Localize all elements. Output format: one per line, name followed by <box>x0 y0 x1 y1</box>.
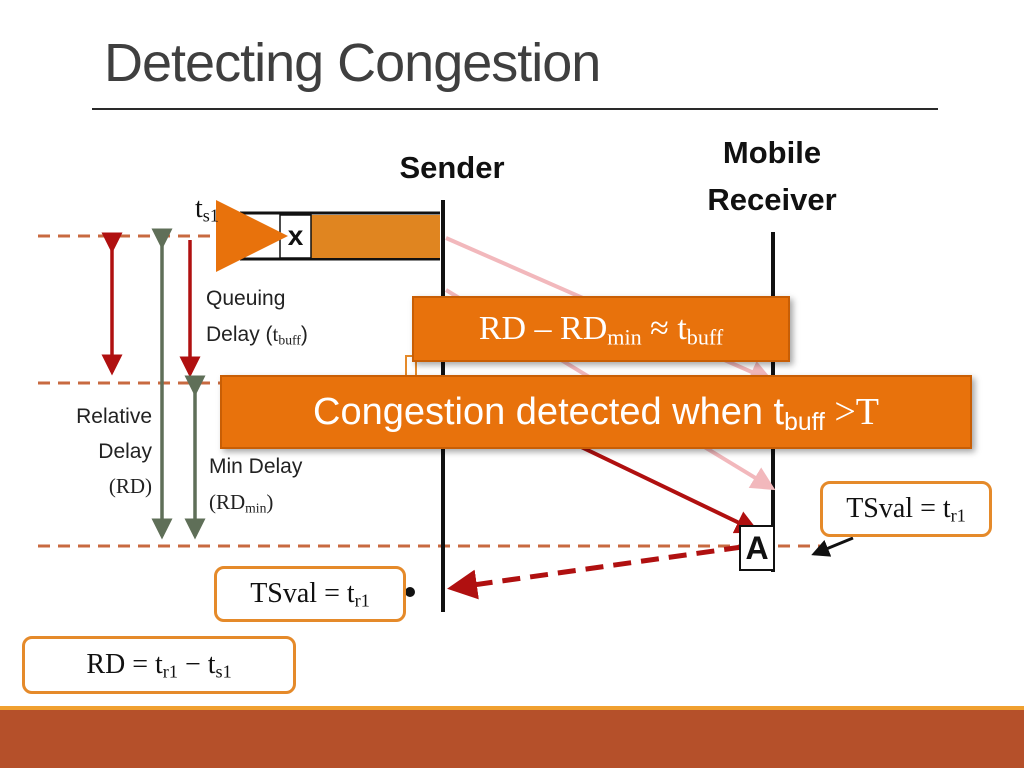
title-divider <box>92 108 938 110</box>
receiver-tsval-sub: r1 <box>950 505 966 526</box>
rd-eq-mid: − t <box>177 649 216 680</box>
receiver-tsval-pointer <box>811 536 854 557</box>
footer-accent-line <box>0 706 1024 710</box>
ack-return-path <box>447 544 743 600</box>
min-delay-post: ) <box>266 489 274 514</box>
rd-eq-sub1: r1 <box>162 661 178 682</box>
sender-tsval-connector-dot <box>405 587 415 597</box>
min-delay-sub: min <box>245 500 267 516</box>
rd-formula-pre: RD – RD <box>478 310 608 347</box>
send-time-sub: s1 <box>202 205 219 226</box>
slide-title: Detecting Congestion <box>104 33 601 93</box>
queued-packets-block <box>311 215 440 258</box>
min-delay-line1: Min Delay <box>209 455 303 478</box>
sender-tsval-sub: r1 <box>354 590 370 611</box>
min-delay-line2: (RDmin) <box>209 485 302 520</box>
packet-marker: x <box>287 220 304 251</box>
send-time-label: ts1 <box>195 193 219 227</box>
relative-delay-label: Relative Delay (RD) <box>40 400 152 504</box>
rd-eq-pre: RD = t <box>86 649 163 680</box>
ack-marker: A <box>739 525 775 571</box>
queuing-delay-label: Queuing Delay (tbuff) <box>206 282 308 352</box>
receiver-tsval-box: TSval = tr1 <box>820 481 992 537</box>
queuing-delay-post: ) <box>300 322 308 346</box>
footer-bar <box>0 710 1024 768</box>
congestion-sub: buff <box>784 409 825 437</box>
rd-formula-mid: ≈ t <box>641 310 687 347</box>
queuing-delay-pre: Delay ( <box>206 322 273 346</box>
min-delay-label: Min Delay (RDmin) <box>209 450 302 520</box>
sender-tsval-box: TSval = tr1 <box>214 566 406 622</box>
relative-delay-line3: (RD) <box>108 474 152 499</box>
rd-formula-sub1: min <box>607 324 642 350</box>
relative-delay-line1: Relative <box>76 405 152 428</box>
receiver-label-line2: Receiver <box>707 181 837 217</box>
send-time-base: t <box>195 193 203 224</box>
queuing-delay-sub: buff <box>278 332 301 348</box>
rd-eq-sub2: s1 <box>215 661 232 682</box>
congestion-post: >T <box>824 391 879 433</box>
rd-equation-box: RD = tr1 − ts1 <box>22 636 296 694</box>
rd-formula-sub2: buff <box>686 324 724 350</box>
queuing-delay-line2: Delay (tbuff) <box>206 317 308 353</box>
queuing-delay-base: t <box>272 321 279 346</box>
congestion-pre: Congestion detected when t <box>313 391 785 433</box>
receiver-label-line1: Mobile <box>722 135 822 170</box>
relative-delay-line2: Delay <box>98 439 152 463</box>
receiver-tsval-pre: TSval = t <box>846 493 951 524</box>
rd-formula-callout: RD – RDmin ≈ tbuff <box>412 296 790 362</box>
congestion-callout: Congestion detected when tbuff >T <box>220 375 972 449</box>
sender-tsval-pre: TSval = t <box>250 578 355 609</box>
sender-label: Sender <box>399 150 505 185</box>
queuing-delay-line1: Queuing <box>206 287 286 310</box>
receiver-label: Mobile Receiver <box>682 130 862 223</box>
min-delay-pre: (RD <box>209 489 246 514</box>
